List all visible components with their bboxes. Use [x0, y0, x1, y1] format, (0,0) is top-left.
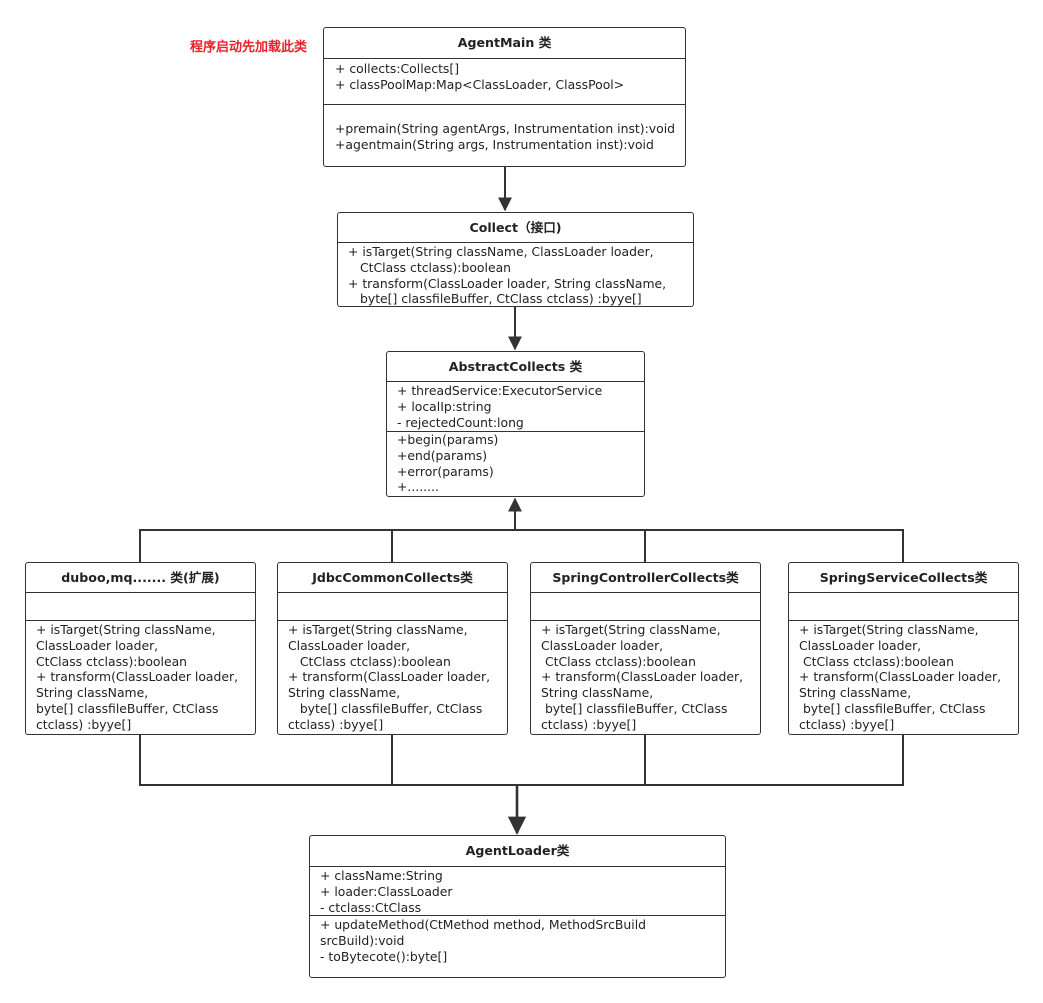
- method: ctclass) :byye[]: [541, 716, 637, 732]
- method: ClassLoader loader,: [288, 637, 411, 653]
- method: + updateMethod(CtMethod method, MethodSr…: [320, 917, 647, 932]
- field: + collects:Collects[]: [335, 61, 460, 76]
- method: CtClass ctclass):boolean: [288, 653, 451, 669]
- method: + isTarget(String className,: [36, 622, 216, 637]
- method: byte[] classfileBuffer, CtClass: [288, 700, 483, 716]
- collect-title: Collect（接口): [469, 220, 562, 235]
- collect-methods: + isTarget(String className, ClassLoader…: [338, 242, 693, 307]
- method: +begin(params): [397, 432, 499, 447]
- method: ctclass) :byye[]: [36, 716, 132, 732]
- agentloader-methods: + updateMethod(CtMethod method, MethodSr…: [310, 915, 725, 964]
- collect-interface-box: Collect（接口) + isTarget(String className,…: [337, 212, 694, 307]
- method: + transform(ClassLoader loader, String c…: [348, 275, 667, 291]
- method: CtClass ctclass):boolean: [799, 653, 954, 669]
- subclass-methods: + isTarget(String className, ClassLoader…: [789, 620, 1018, 733]
- method: byte[] classfileBuffer, CtClass ctclass)…: [360, 291, 642, 307]
- method: String className,: [541, 685, 654, 701]
- duboo-mq-class-box: duboo,mq....... 类(扩展) + isTarget(String …: [25, 562, 256, 735]
- method: srcBuild):void: [320, 932, 405, 948]
- method: + transform(ClassLoader loader,: [288, 669, 491, 685]
- subclass-title: SpringServiceCollects类: [819, 570, 988, 585]
- method: + isTarget(String className, ClassLoader…: [348, 244, 654, 259]
- subclass-fields: [531, 592, 760, 620]
- method: +agentmain(String args, Instrumentation …: [335, 136, 654, 152]
- subclass-methods: + isTarget(String className, ClassLoader…: [26, 620, 255, 733]
- loader-bus: [139, 735, 904, 786]
- method: +end(params): [397, 447, 488, 463]
- field: - rejectedCount:long: [397, 414, 524, 430]
- field: + classPoolMap:Map<ClassLoader, ClassPoo…: [335, 76, 625, 92]
- field: + localIp:string: [397, 398, 492, 414]
- springcontrollercollects-class-box: SpringControllerCollects类 + isTarget(Str…: [530, 562, 761, 735]
- method: byte[] classfileBuffer, CtClass: [799, 700, 986, 716]
- agentloader-title: AgentLoader类: [465, 843, 570, 858]
- startup-note: 程序启动先加载此类: [190, 40, 308, 55]
- agentmain-methods: +premain(String agentArgs, Instrumentati…: [324, 104, 685, 153]
- method: String className,: [799, 685, 912, 701]
- method: +premain(String agentArgs, Instrumentati…: [335, 121, 676, 136]
- agentmain-class-box: AgentMain 类 + collects:Collects[] + clas…: [323, 27, 686, 167]
- method: + transform(ClassLoader loader,: [799, 669, 1002, 685]
- agentloader-fields: + className:String + loader:ClassLoader …: [310, 866, 725, 915]
- field: + loader:ClassLoader: [320, 883, 453, 899]
- method: + isTarget(String className,: [541, 622, 721, 637]
- subclass-fields: [789, 592, 1018, 620]
- subclass-fields: [278, 592, 507, 620]
- method: CtClass ctclass):boolean: [541, 653, 696, 669]
- method: ClassLoader loader,: [541, 637, 664, 653]
- method: String className,: [288, 685, 401, 701]
- method: + isTarget(String className,: [288, 622, 468, 637]
- method: ClassLoader loader,: [799, 637, 922, 653]
- inheritance-bus: [139, 529, 904, 562]
- agentmain-fields: + collects:Collects[] + classPoolMap:Map…: [324, 58, 685, 104]
- abstractcollects-title: AbstractCollects 类: [448, 359, 583, 374]
- method: +error(params): [397, 463, 494, 479]
- method: ctclass) :byye[]: [288, 716, 384, 732]
- subclass-methods: + isTarget(String className, ClassLoader…: [278, 620, 507, 733]
- method: byte[] classfileBuffer, CtClass: [36, 700, 219, 716]
- abstractcollects-fields: + threadService:ExecutorService + localI…: [387, 381, 644, 431]
- field: - ctclass:CtClass: [320, 899, 422, 915]
- agentloader-class-box: AgentLoader类 + className:String + loader…: [309, 835, 726, 978]
- abstractcollects-class-box: AbstractCollects 类 + threadService:Execu…: [386, 351, 645, 497]
- method: - toBytecote():byte[]: [320, 948, 448, 964]
- method: +........: [397, 479, 439, 495]
- method: + transform(ClassLoader loader,: [541, 669, 744, 685]
- springservicecollects-class-box: SpringServiceCollects类 + isTarget(String…: [788, 562, 1019, 735]
- subclass-title: SpringControllerCollects类: [552, 570, 739, 585]
- field: + threadService:ExecutorService: [397, 383, 603, 398]
- subclass-fields: [26, 592, 255, 620]
- subclass-title: duboo,mq....... 类(扩展): [61, 570, 220, 585]
- field: + className:String: [320, 868, 443, 883]
- abstractcollects-methods: +begin(params) +end(params) +error(param…: [387, 431, 644, 495]
- method: String className,: [36, 685, 149, 701]
- method: CtClass ctclass):boolean: [360, 259, 512, 275]
- method: CtClass ctclass):boolean: [36, 653, 188, 669]
- method: ClassLoader loader,: [36, 637, 159, 653]
- method: + transform(ClassLoader loader,: [36, 669, 239, 685]
- method: ctclass) :byye[]: [799, 716, 895, 732]
- jdbccommoncollects-class-box: JdbcCommonCollects类 + isTarget(String cl…: [277, 562, 508, 735]
- subclass-title: JdbcCommonCollects类: [312, 570, 473, 585]
- subclass-methods: + isTarget(String className, ClassLoader…: [531, 620, 760, 733]
- agentmain-title: AgentMain 类: [457, 35, 552, 50]
- method: byte[] classfileBuffer, CtClass: [541, 700, 728, 716]
- method: + isTarget(String className,: [799, 622, 979, 637]
